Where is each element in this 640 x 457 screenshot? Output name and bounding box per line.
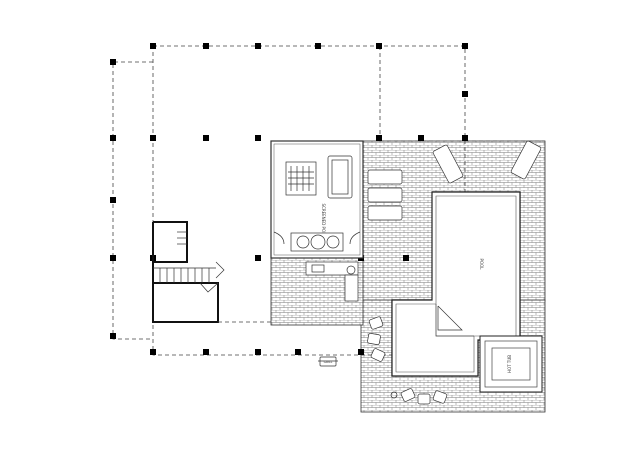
chaise-lounge	[367, 187, 403, 203]
column	[462, 43, 468, 49]
column	[418, 135, 424, 141]
pool-label: POOL	[479, 259, 484, 271]
column	[403, 255, 409, 261]
sofa	[327, 155, 353, 199]
outdoor-kitchen	[305, 261, 359, 302]
column	[203, 349, 209, 355]
chaise-lounges-left	[367, 169, 403, 221]
column	[150, 349, 156, 355]
chaise-lounge-right	[510, 140, 542, 180]
screened-porch: SCREENED PORCH	[270, 140, 364, 259]
pool: POOL	[391, 191, 521, 377]
column	[150, 43, 156, 49]
lounge-chair	[370, 348, 386, 362]
side-table	[390, 391, 398, 399]
hot-tub: HOT TUB	[479, 335, 543, 393]
lounge-chair	[417, 393, 431, 405]
lounge-chair	[400, 388, 416, 402]
lounge-chairs	[367, 316, 448, 405]
lounge-chair	[367, 333, 381, 345]
column	[110, 333, 116, 339]
stair-treads	[153, 231, 216, 283]
column	[376, 135, 382, 141]
column	[295, 349, 301, 355]
hot-tub-label: HOT TUB	[507, 355, 512, 373]
chaise-lounge	[367, 169, 403, 185]
column	[255, 135, 261, 141]
column	[315, 43, 321, 49]
fireplace-seating	[290, 232, 344, 252]
column	[203, 43, 209, 49]
grill: GRILL	[318, 356, 338, 367]
dining-table	[285, 161, 317, 196]
porch-label: SCREENED PORCH	[321, 204, 326, 241]
column	[255, 255, 261, 261]
column	[110, 135, 116, 141]
lounge-chair	[432, 390, 448, 404]
chaise-lounge-top	[432, 144, 464, 184]
column	[150, 135, 156, 141]
column	[462, 91, 468, 97]
door-swing	[273, 231, 285, 245]
column	[462, 135, 468, 141]
column	[203, 135, 209, 141]
chaise-lounge	[367, 205, 403, 221]
lounge-chair	[368, 316, 384, 330]
grill-label: GRILL	[324, 360, 333, 364]
column	[110, 59, 116, 65]
column	[110, 197, 116, 203]
column	[110, 255, 116, 261]
stair-core	[152, 221, 271, 323]
column	[358, 349, 364, 355]
column	[255, 349, 261, 355]
door-swing	[349, 231, 361, 245]
column	[376, 43, 382, 49]
column	[255, 43, 261, 49]
